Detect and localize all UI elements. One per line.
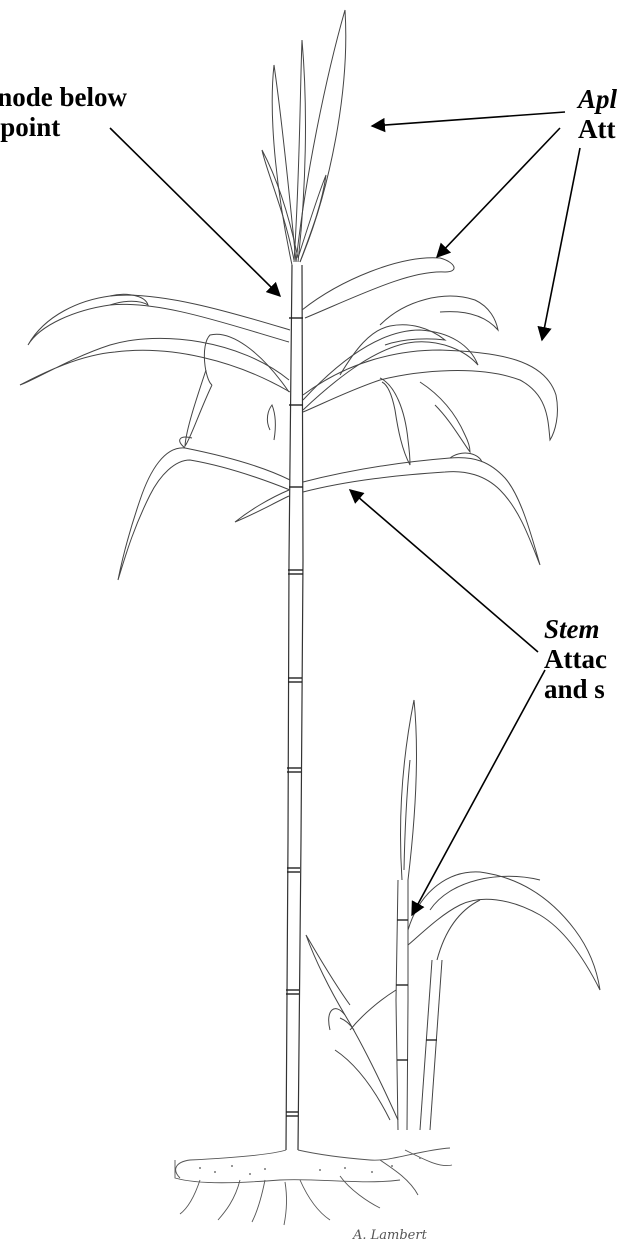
arrow-to-upper-leaf bbox=[437, 128, 560, 257]
label-top-left: ly s node below g point bbox=[0, 52, 127, 142]
label-mid-right-line1: Stem bbox=[544, 614, 607, 644]
artist-signature: A. Lambert bbox=[353, 1228, 427, 1243]
arrow-to-right-leaf bbox=[542, 148, 580, 340]
upper-leaves bbox=[20, 258, 557, 465]
tiller-plant bbox=[306, 700, 600, 1130]
label-top-right: Apl Att bbox=[578, 84, 617, 144]
label-top-left-line1: ly bbox=[0, 52, 127, 82]
label-top-right-line1: Apl bbox=[578, 84, 617, 114]
soil-dots bbox=[199, 1157, 421, 1175]
lower-leaves bbox=[118, 405, 540, 580]
label-top-right-line2: Att bbox=[578, 114, 617, 144]
label-mid-right-line2: Attac bbox=[544, 644, 607, 674]
annotation-arrows bbox=[110, 112, 580, 915]
roots bbox=[175, 1148, 452, 1225]
label-mid-right: Stem Attac and s bbox=[544, 614, 607, 704]
label-mid-right-line3: and s bbox=[544, 674, 607, 704]
main-stalk bbox=[286, 265, 303, 1150]
label-top-left-line3: g point bbox=[0, 112, 127, 142]
arrow-to-tiller bbox=[412, 670, 545, 915]
arrow-to-spindle bbox=[372, 112, 565, 126]
spindle-leaves bbox=[262, 10, 346, 265]
arrow-to-spindle-node bbox=[110, 128, 280, 296]
label-top-left-line2: s node below bbox=[0, 82, 127, 112]
arrow-to-stem-node bbox=[350, 490, 538, 652]
